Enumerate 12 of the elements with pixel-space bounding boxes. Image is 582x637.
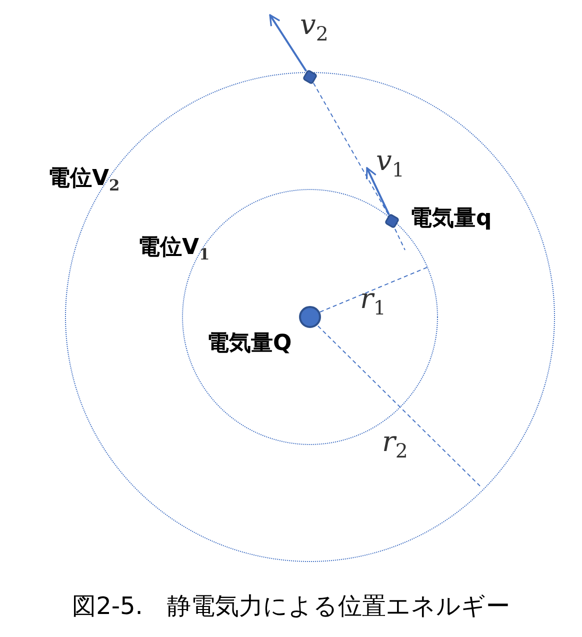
potential-label: 電位V$_{1}$ — [138, 234, 210, 264]
velocity-arrow — [269, 14, 308, 72]
potential-label: 電位V$_{2}$ — [48, 165, 120, 194]
charge-label: 電気量Q — [207, 330, 292, 358]
dashed-line — [312, 82, 390, 216]
radius-label: r$_{2}$ — [382, 425, 408, 463]
velocity-arrow — [366, 167, 390, 216]
figure-caption: 図2-5. 静電気力による位置エネルギー — [72, 592, 510, 620]
charge-label: 電気量q — [410, 205, 492, 233]
velocity-label: v$_{2}$ — [300, 8, 328, 46]
radius-label: r$_{1}$ — [360, 282, 386, 320]
velocity-label: v$_{1}$ — [376, 144, 404, 182]
